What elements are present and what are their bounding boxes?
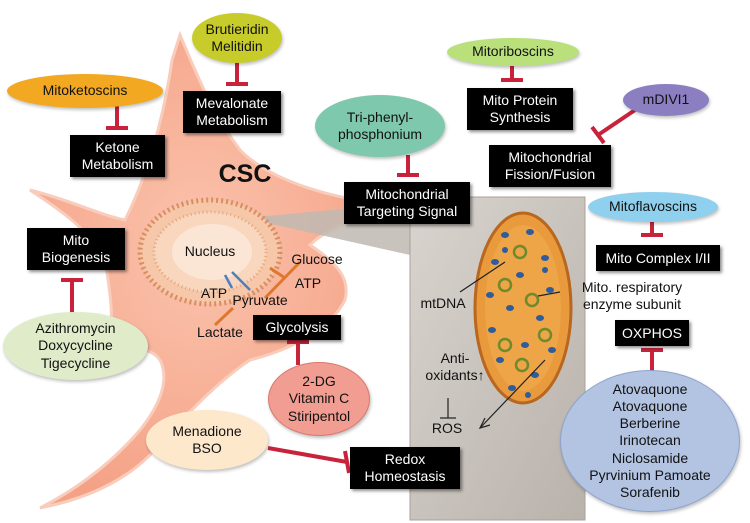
redox-homeostasis-box: Redox Homeostasis (350, 447, 460, 489)
glycolysis-label: Glycolysis (265, 319, 329, 336)
lactate-label: Lactate (197, 324, 243, 340)
atovaquone-label-2: Atovaquone (612, 398, 688, 415)
ketone-line-1: Ketone (95, 139, 140, 156)
csc-label: CSC (218, 160, 272, 188)
pyruvate-label: Pyruvate (232, 292, 288, 308)
redox-line-1: Redox (384, 451, 426, 468)
fission-line-2: Fission/Fusion (504, 166, 596, 182)
antibiotics-oval: Azithromycin Doxycycline Tigecycline (3, 312, 148, 380)
niclosamide-label: Niclosamide (611, 449, 689, 466)
stiripentol-label: Stiripentol (287, 407, 351, 424)
pyrvinium-pamoate-label: Pyrvinium Pamoate (589, 466, 711, 483)
mitoriboscins-label: Mitoriboscins (472, 43, 554, 60)
targeting-line-2: Targeting Signal (356, 203, 458, 219)
biogenesis-line-2: Biogenesis (41, 249, 111, 265)
ros-arrow (479, 359, 546, 429)
subunit-line-2: enzyme subunit (582, 295, 682, 312)
redox-inhibitors-oval: Menadione BSO (146, 410, 268, 470)
mdivi1-oval: mDIVI1 (623, 84, 709, 116)
tigecycline-label: Tigecycline (40, 354, 111, 371)
ketone-line-2: Metabolism (81, 156, 154, 172)
mito-biogenesis-box: Mito Biogenesis (27, 228, 125, 270)
targeting-line-1: Mitochondrial (365, 186, 449, 203)
mtdna-pointer (459, 261, 506, 293)
mitoketoscins-oval: Mitoketoscins (7, 74, 163, 108)
ketone-metabolism-box: Ketone Metabolism (70, 135, 165, 177)
oxphos-box: OXPHOS (615, 320, 689, 346)
brutieridin-line-2: Melitidin (211, 38, 263, 54)
subunit-label: Mito. respiratory enzyme subunit (562, 279, 702, 312)
mtdna-label: mtDNA (420, 295, 466, 311)
mitoflavoscins-label: Mitoflavoscins (609, 198, 697, 215)
mitoflavoscins-oval: Mitoflavoscins (588, 192, 718, 222)
biogenesis-line-1: Mito (62, 232, 90, 249)
nucleus-label: Nucleus (184, 243, 236, 259)
2dg-label: 2-DG (302, 373, 336, 390)
doxycycline-label: Doxycycline (38, 337, 113, 354)
menadione-label: Menadione (172, 422, 242, 439)
azithromycin-label: Azithromycin (35, 320, 116, 337)
triphenyl-line-1: Tri-phenyl- (346, 108, 414, 125)
atp-left-label: ATP (200, 285, 228, 301)
fission-fusion-box: Mitochondrial Fission/Fusion (489, 145, 611, 187)
sorafenib-label: Sorafenib (620, 483, 680, 500)
brutieridin-oval: Brutieridin Melitidin (192, 13, 282, 63)
glucose-to-pyruvate-arrow (263, 260, 302, 300)
ros-label: ROS (431, 420, 463, 436)
atp-arrow (231, 271, 251, 291)
protein-line-2: Synthesis (489, 109, 551, 125)
subunit-line-1: Mito. respiratory (581, 279, 683, 295)
nucleus (137, 197, 283, 307)
triphenyl-line-2: phosphonium (337, 126, 423, 142)
mito-complex-box: Mito Complex I/II (596, 245, 720, 271)
antioxidants-line-2: oxidants↑ (425, 366, 485, 383)
triphenylphosphonium-oval: Tri-phenyl- phosphonium (315, 95, 445, 157)
subunit-pointer (537, 291, 561, 297)
oxphos-label: OXPHOS (622, 324, 682, 341)
glycolysis-inhibitors-oval: 2-DG Vitamin C Stiripentol (268, 362, 370, 436)
mitoriboscins-oval: Mitoriboscins (447, 38, 579, 66)
mdivi1-label: mDIVI1 (642, 91, 690, 108)
pyruvate-to-lactate-arrow (213, 306, 235, 327)
mitochondrion (473, 211, 573, 405)
atovaquone-label-1: Atovaquone (612, 381, 688, 398)
fission-line-1: Mitochondrial (508, 149, 592, 166)
atp-right-label: ATP (294, 275, 322, 291)
vitamin-c-label: Vitamin C (288, 390, 350, 407)
mitoketoscins-label: Mitoketoscins (42, 82, 128, 99)
bso-label: BSO (192, 440, 222, 456)
oxphos-inhibitors-oval: Atovaquone Atovaquone Berberine Irinotec… (560, 370, 740, 512)
complex-label: Mito Complex I/II (605, 249, 711, 266)
protein-line-1: Mito Protein (482, 92, 558, 109)
redox-line-2: Homeostasis (364, 468, 446, 484)
mevalonate-line-1: Mevalonate (195, 95, 269, 112)
brutieridin-line-1: Brutieridin (205, 20, 269, 37)
antioxidants-label: Anti- oxidants↑ (415, 350, 495, 383)
irinotecan-label: Irinotecan (619, 432, 681, 449)
glucose-label: Glucose (291, 251, 343, 267)
mito-targeting-signal-box: Mitochondrial Targeting Signal (344, 182, 470, 224)
mevalonate-metabolism-box: Mevalonate Metabolism (183, 91, 281, 133)
berberine-label: Berberine (619, 415, 681, 432)
glycolysis-box: Glycolysis (253, 315, 341, 340)
mito-protein-synthesis-box: Mito Protein Synthesis (467, 88, 573, 130)
antioxidants-line-1: Anti- (440, 350, 470, 366)
inhibition-links (61, 62, 663, 474)
mevalonate-line-2: Metabolism (196, 112, 268, 128)
